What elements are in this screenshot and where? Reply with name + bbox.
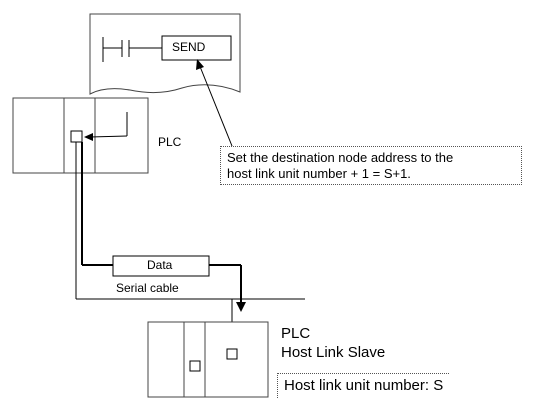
ladder-to-plc-line-2 [89,135,128,138]
data-path-arrowhead [236,302,246,312]
callout-line-2: host link unit number + 1 = S+1. [227,166,411,181]
slave-plc-body [147,321,269,398]
slave-plc-role-label: Host Link Slave [281,344,386,361]
serial-cable-label: Serial cable [116,281,179,295]
ladder-to-plc-arrowhead [84,133,93,141]
callout-pointer-arrowhead [196,59,204,70]
master-plc-label: PLC [158,135,182,149]
slave-plc-serial-port [226,348,238,360]
callout-pointer-line [198,63,233,147]
callout-line-1: Set the destination node address to the [227,150,454,165]
destination-address-callout: Set the destination node address to the … [220,146,522,185]
send-instruction-label: SEND [172,40,206,54]
slave-plc-unit-indicator [189,360,201,372]
slave-plc-cpu-unit [183,321,206,398]
data-packet-label: Data [147,258,173,272]
unit-number-note: Host link unit number: S [277,373,450,398]
send-instruction-box [161,35,232,61]
master-plc-serial-port [70,130,83,143]
slave-plc-label: PLC [281,325,311,342]
